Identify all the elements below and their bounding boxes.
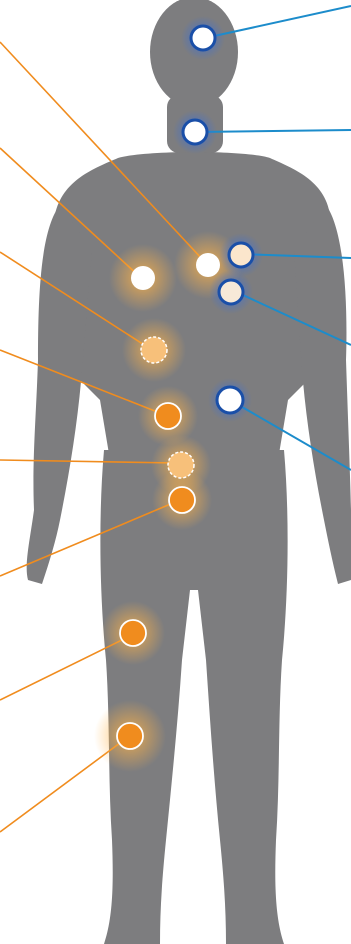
marker-abdomen-right[interactable] (155, 403, 181, 429)
marker-thigh-right[interactable] (120, 620, 146, 646)
marker-chest-right[interactable] (131, 266, 155, 290)
marker-chest-lower[interactable] (219, 280, 243, 304)
marker-chest-center[interactable] (196, 253, 220, 277)
marker-abdomen-blue[interactable] (217, 387, 243, 413)
marker-neck[interactable] (183, 120, 207, 144)
marker-chest-upper[interactable] (229, 243, 253, 267)
left-arm-shape (27, 205, 92, 584)
marker-hip-right[interactable] (169, 487, 195, 513)
right-arm-shape (294, 205, 351, 584)
marker-knee-right[interactable] (117, 723, 143, 749)
marker-head[interactable] (191, 26, 215, 50)
marker-rib-dashed[interactable] (141, 337, 167, 363)
marker-pelvis-dashed[interactable] (168, 452, 194, 478)
